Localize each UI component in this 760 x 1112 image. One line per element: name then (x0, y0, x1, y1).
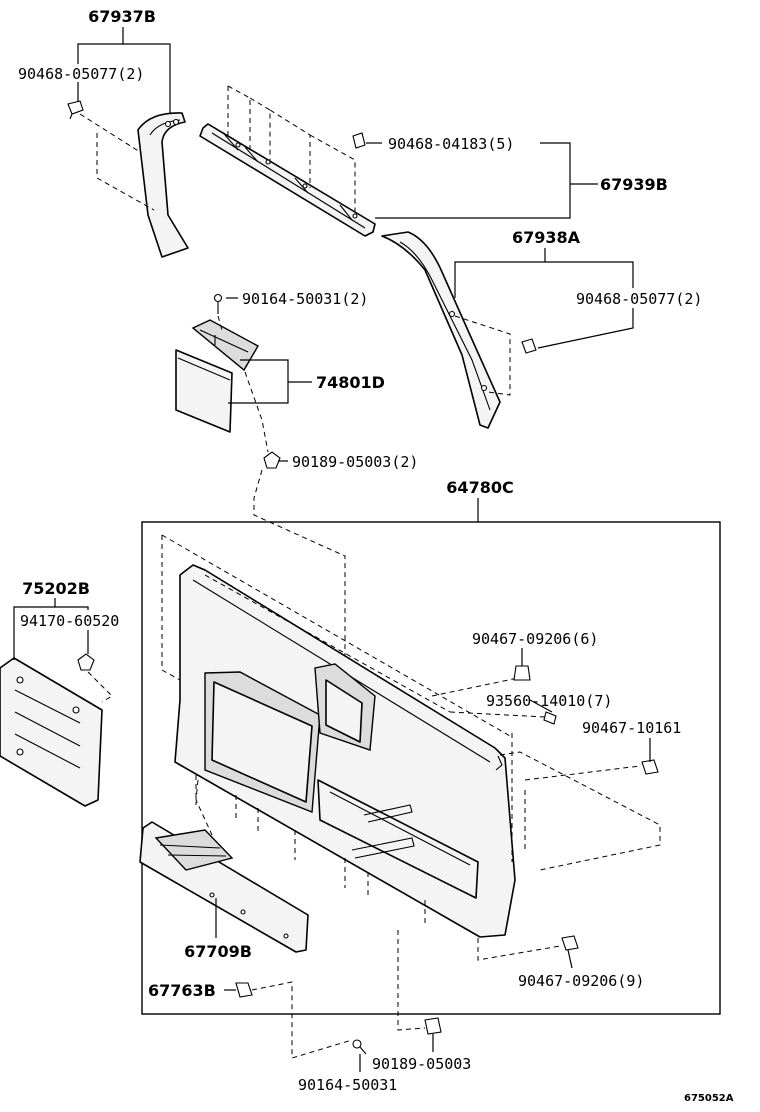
nut-icon (263, 451, 281, 469)
nut-icon (424, 1017, 442, 1035)
part-label-67938A: 67938A (512, 228, 581, 247)
nut-icon (77, 653, 95, 671)
part-label-90467-10161: 90467-10161 (582, 719, 681, 737)
part-label-75202B: 75202B (22, 579, 90, 598)
part-label-90189-05003-top: 90189-05003(2) (292, 453, 418, 471)
clip-icon (641, 759, 659, 775)
header-garnish-icon (199, 123, 376, 237)
part-label-90467-09206-6: 90467-09206(6) (472, 630, 598, 648)
part-label-90164-50031-top: 90164-50031(2) (242, 290, 368, 308)
part-label-67939B: 67939B (600, 175, 668, 194)
screw-icon (352, 1039, 367, 1055)
part-label-90467-09206-9: 90467-09206(9) (518, 972, 644, 990)
clip-icon (521, 338, 537, 354)
pocket-icon (175, 319, 259, 433)
part-label-67763B: 67763B (148, 981, 216, 1000)
speaker-grille-icon (139, 821, 309, 953)
part-label-90468-04183: 90468-04183(5) (388, 135, 514, 153)
part-label-93560-14010: 93560-14010(7) (486, 692, 612, 710)
screw-icon (213, 293, 223, 314)
part-label-90164-50031-bottom: 90164-50031 (298, 1076, 397, 1094)
cap-icon (235, 982, 253, 998)
clip-icon (352, 132, 366, 149)
part-label-67937B: 67937B (88, 7, 156, 26)
clip-icon (513, 665, 531, 681)
part-label-90189-05003-bottom: 90189-05003 (372, 1055, 471, 1073)
group-frame (141, 521, 721, 1015)
pillar-garnish-right-icon (381, 231, 501, 429)
diagram-id: 675052A (684, 1093, 734, 1104)
part-label-90468-05077-left: 90468-05077(2) (18, 65, 144, 83)
door-trim-board-icon (174, 564, 516, 938)
part-label-64780C: 64780C (446, 478, 513, 497)
grille-cover-icon (0, 657, 103, 807)
part-label-94170-60520: 94170-60520 (20, 612, 119, 630)
clip-icon (67, 100, 84, 120)
part-label-90468-05077-right: 90468-05077(2) (576, 290, 702, 308)
part-label-74801D: 74801D (316, 373, 385, 392)
screw-icon (543, 711, 557, 725)
clip-icon (561, 935, 579, 951)
pillar-garnish-left-icon (137, 112, 189, 258)
part-label-67709B: 67709B (184, 942, 252, 961)
